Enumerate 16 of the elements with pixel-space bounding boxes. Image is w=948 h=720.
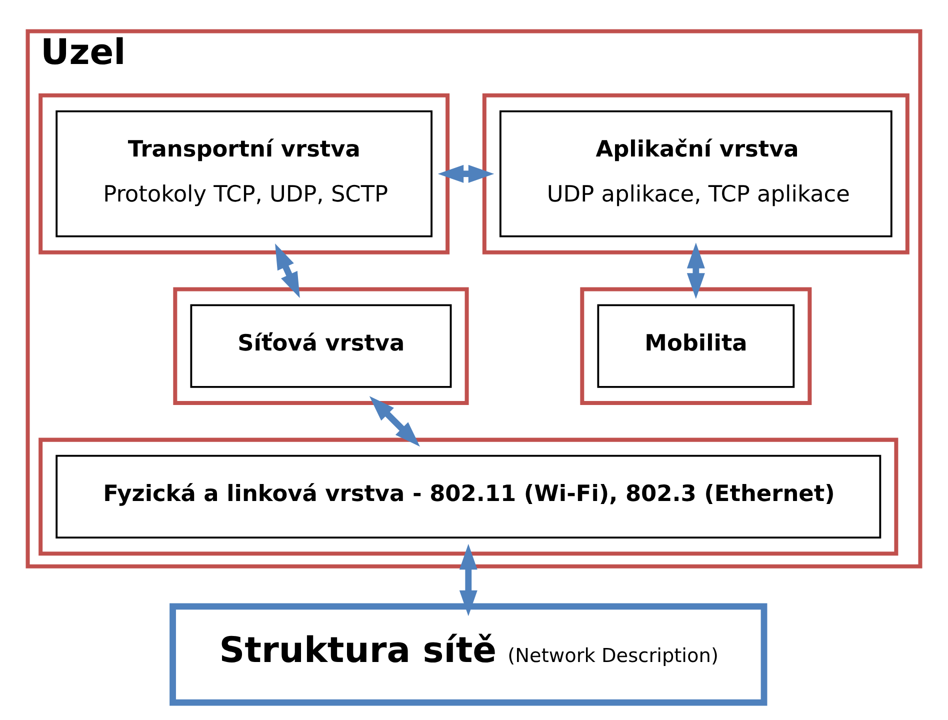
cluster <box>38 437 898 556</box>
node-box: Aplikační vrstva UDP aplikace, TCP aplikace <box>499 110 892 237</box>
arrow <box>686 242 705 298</box>
cluster <box>173 286 469 404</box>
node-box: Fyzická a linková vrstva - 802.11 (Wi-Fi), 802.3 (Ethernet) <box>56 454 882 538</box>
arrow <box>438 164 494 182</box>
cluster <box>38 92 450 254</box>
node-box: Mobilita <box>597 304 795 388</box>
node-box: Transportní vrstva Protokoly TCP, UDP, SCTP <box>56 110 432 237</box>
node-box: Struktura sítě (Network Description) <box>170 602 768 706</box>
arrow <box>369 396 420 446</box>
arrow <box>459 543 478 616</box>
cluster <box>482 92 910 254</box>
cluster <box>580 286 812 404</box>
arrow <box>275 243 300 298</box>
node-box: Síťová vrstva <box>190 304 452 388</box>
